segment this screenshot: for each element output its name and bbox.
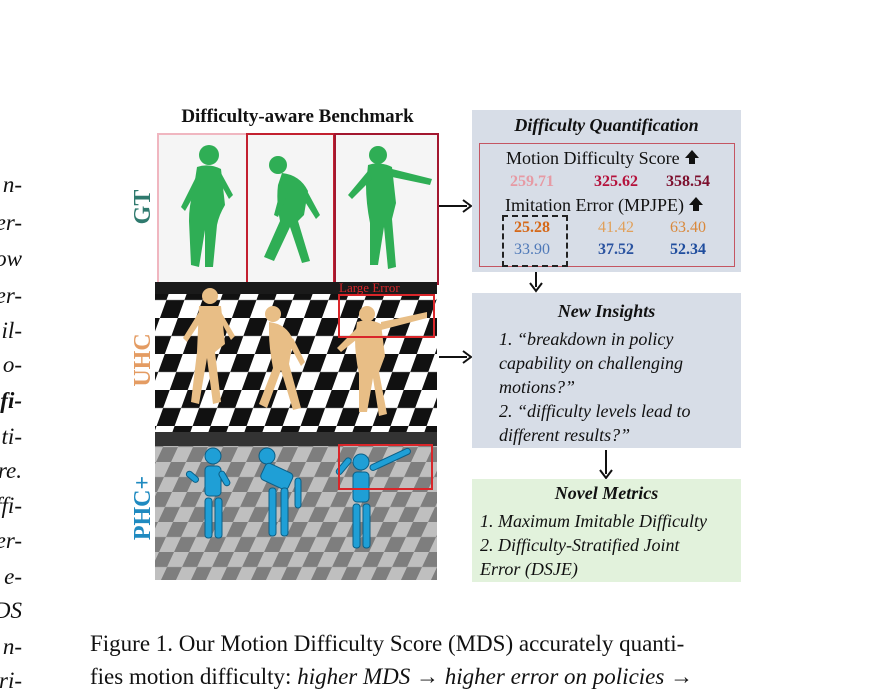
left-fragment: ri- <box>0 668 22 693</box>
phc-simulation-panel <box>155 432 437 580</box>
phc-error-3: 52.34 <box>670 241 706 258</box>
uhc-error-1: 25.28 <box>514 219 550 236</box>
metric-line: Error (DSJE) <box>480 559 578 579</box>
up-arrow-icon <box>685 150 700 164</box>
large-error-label: Large Error <box>339 282 400 295</box>
dashed-highlight-box <box>502 215 568 267</box>
caption-arrow: → <box>410 664 445 689</box>
left-fragment: fi- <box>0 388 22 413</box>
mds-value-2: 325.62 <box>594 173 638 190</box>
quantification-title: Difficulty Quantification <box>514 115 699 135</box>
left-fragment: e- <box>4 564 22 589</box>
human-figure-icon <box>181 145 233 267</box>
metrics-title: Novel Metrics <box>554 483 659 503</box>
caption-arrow: → <box>664 664 694 689</box>
top-text-fragment: ' ' ' <box>300 0 366 11</box>
left-fragment: er- <box>0 210 22 235</box>
arrow-down-icon <box>599 450 613 480</box>
difficulty-quantification-box: Difficulty Quantification Motion Difficu… <box>472 110 741 272</box>
novel-metrics-box: Novel Metrics 1. Maximum Imitable Diffic… <box>472 479 741 582</box>
mds-value-1: 259.71 <box>510 173 554 190</box>
mds-label-text: Motion Difficulty Score <box>506 148 680 168</box>
up-arrow-icon <box>689 197 704 211</box>
new-insights-box: New Insights 1. “breakdown in policy cap… <box>472 293 741 448</box>
gt-frame-2 <box>246 133 335 285</box>
human-figure-icon <box>264 156 320 263</box>
insight-line: 2. “difficulty levels lead to <box>499 401 691 421</box>
left-fragment: ow <box>0 246 22 271</box>
left-fragment: o- <box>2 352 22 377</box>
mds-label: Motion Difficulty Score <box>506 148 700 169</box>
phc-error-1: 33.90 <box>514 241 550 258</box>
caption-emphasis: higher MDS <box>297 664 411 689</box>
arrow-right-icon <box>439 199 473 213</box>
row-label-gt: GT <box>130 189 156 225</box>
caption-line-2: fies motion difficulty: higher MDS → hig… <box>90 660 810 693</box>
gt-frame-3 <box>334 133 439 285</box>
uhc-simulation-panel: Large Error <box>155 282 437 432</box>
left-fragment: ffi- <box>0 493 22 518</box>
row-label-uhc: UHC <box>130 333 156 387</box>
insights-title: New Insights <box>557 301 656 321</box>
caption-emphasis: higher error on policies <box>444 664 665 689</box>
row-label-phc: PHC+ <box>130 475 156 541</box>
left-fragment: n- <box>2 634 22 659</box>
large-error-box-phc <box>338 444 433 490</box>
left-fragment: er- <box>0 283 22 308</box>
mpjpe-label-text: Imitation Error (MPJPE) <box>505 195 684 215</box>
mpjpe-label: Imitation Error (MPJPE) <box>505 195 704 216</box>
uhc-error-2: 41.42 <box>598 219 634 236</box>
figure-caption: Figure 1. Our Motion Difficulty Score (M… <box>90 627 810 693</box>
left-fragment: DS <box>0 598 22 623</box>
left-fragment: n- <box>2 172 22 197</box>
metric-line: 1. Maximum Imitable Difficulty <box>480 511 707 531</box>
insight-line: different results?” <box>499 425 631 445</box>
caption-line-1: Figure 1. Our Motion Difficulty Score (M… <box>90 631 685 656</box>
large-error-box <box>338 294 435 338</box>
left-fragment: il- <box>1 318 22 343</box>
phc-error-2: 37.52 <box>598 241 634 258</box>
insight-line: 1. “breakdown in policy <box>499 329 674 349</box>
caption-text: fies motion difficulty: <box>90 664 298 689</box>
uhc-error-3: 63.40 <box>670 219 706 236</box>
human-figure-icon <box>348 146 432 269</box>
left-fragment: er- <box>0 528 22 553</box>
gt-frame-1 <box>157 133 248 285</box>
figure-title: Difficulty-aware Benchmark <box>181 106 414 127</box>
mds-value-3: 358.54 <box>666 173 710 190</box>
arrow-right-icon <box>439 350 473 364</box>
quant-inner-border <box>479 143 735 267</box>
insight-line: capability on challenging <box>499 353 683 373</box>
insight-line: motions?” <box>499 377 576 397</box>
metric-line: 2. Difficulty-Stratified Joint <box>480 535 680 555</box>
left-fragment: re. <box>0 458 22 483</box>
left-fragment: ti- <box>1 424 22 449</box>
